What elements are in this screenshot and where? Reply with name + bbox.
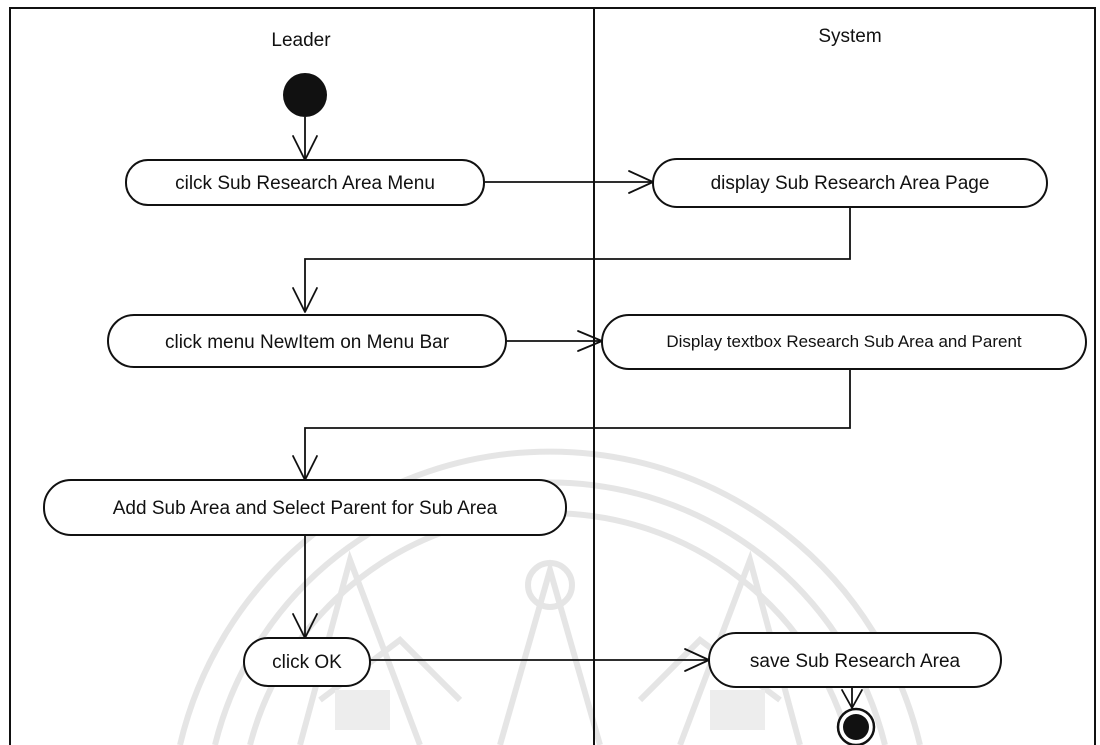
action-label: Add Sub Area and Select Parent for Sub A…: [113, 498, 498, 519]
diagram-frame: [9, 7, 1096, 745]
action-node-click-ok: click OK: [243, 637, 371, 687]
initial-node: [283, 73, 327, 117]
action-node-click-sub-research-menu: cilck Sub Research Area Menu: [125, 159, 485, 206]
action-label: click menu NewItem on Menu Bar: [165, 332, 450, 353]
lane-title-leader: Leader: [271, 30, 331, 51]
arrowhead: [841, 689, 863, 709]
action-label: click OK: [272, 652, 342, 673]
edge-display-textbox-to-add-sub-area: [304, 369, 851, 480]
action-node-save-sub-research-area: save Sub Research Area: [708, 632, 1002, 688]
action-label: display Sub Research Area Page: [711, 173, 990, 194]
action-label: Display textbox Research Sub Area and Pa…: [666, 332, 1022, 351]
arrowhead: [292, 287, 318, 313]
action-node-add-sub-area: Add Sub Area and Select Parent for Sub A…: [43, 479, 567, 536]
edge-display-page-to-click-newitem: [304, 207, 851, 312]
action-label: save Sub Research Area: [750, 651, 961, 672]
action-node-click-newitem-menu: click menu NewItem on Menu Bar: [107, 314, 507, 368]
final-node: [836, 707, 876, 745]
action-node-display-textbox: Display textbox Research Sub Area and Pa…: [601, 314, 1087, 370]
lane-title-system: System: [818, 26, 881, 47]
action-node-display-sub-research-page: display Sub Research Area Page: [652, 158, 1048, 208]
action-label: cilck Sub Research Area Menu: [175, 173, 435, 194]
